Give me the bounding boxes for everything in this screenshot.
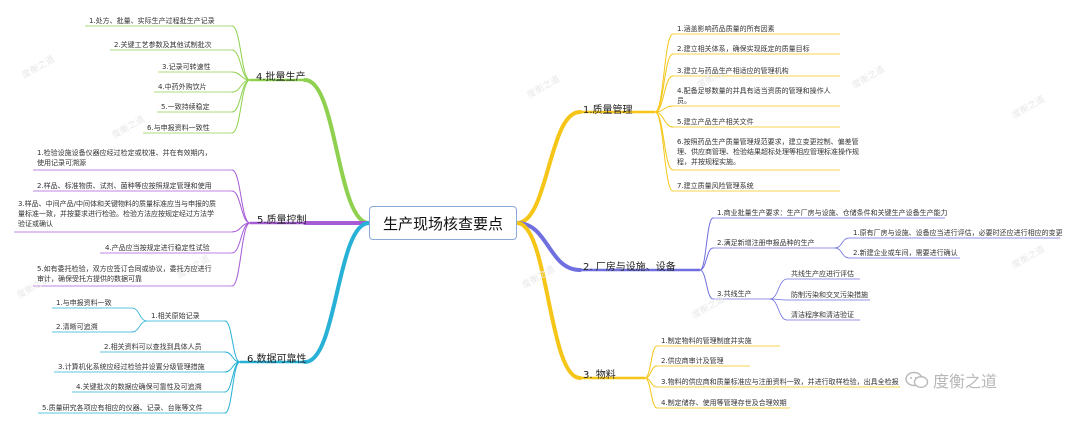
connector-line <box>231 79 251 134</box>
qc-item-1[interactable]: 1.检验设施设备仪器应经过检定或校准、并在有效期内，使用记录可溯源 <box>37 149 212 167</box>
facilities-subitem[interactable]: 1.原有厂房与设施、设备应当进行评估，必要时还应进行相应的变更 <box>853 229 1063 237</box>
connector-line <box>515 221 582 272</box>
materials-item-3[interactable]: 3.物料的供应商和质量标准应与注册资料一致，并进行取样检验，出具全检报 <box>661 378 899 386</box>
branch-materials[interactable]: 3. 物料 <box>583 370 616 381</box>
connector-line <box>769 278 788 300</box>
batch-item-4[interactable]: 4.中药外购饮片 <box>158 83 207 91</box>
connector-line <box>231 71 251 81</box>
connector-line <box>231 49 251 81</box>
materials-item-4[interactable]: 4.制定储存、使用等管理存世及合理效期 <box>661 399 787 407</box>
connector-line <box>515 221 582 380</box>
data-item-2[interactable]: 2.相关资料可以查找到具体人员 <box>104 343 202 351</box>
materials-item-1[interactable]: 1.制定物料的管理制度并实施 <box>661 337 752 345</box>
connector-line <box>654 53 674 113</box>
batch-item-5[interactable]: 5.一致持续稳定 <box>161 103 210 111</box>
branch-quality-management[interactable]: 1.质量管理 <box>583 105 633 116</box>
facilities-subitem[interactable]: 共线生产应进行评估 <box>791 270 854 278</box>
connector-line <box>231 169 251 224</box>
root-node[interactable]: 生产现场核查要点 <box>369 206 517 240</box>
data-item-1[interactable]: 1.相关原始记录 <box>151 312 200 320</box>
branch-quality-control[interactable]: 5.质量控制 <box>257 215 307 226</box>
quality-item-2[interactable]: 2.建立相关体系，确保实现既定的质量目标 <box>677 45 810 53</box>
connector-line <box>654 33 674 113</box>
connector-line <box>515 110 582 225</box>
data-item-4[interactable]: 4.关键批次的数据应确保可靠性及可追溯 <box>76 383 202 391</box>
connector-line <box>644 377 658 409</box>
batch-item-3[interactable]: 3.记录可转速性 <box>162 63 211 71</box>
wechat-icon <box>905 371 929 389</box>
connector-line <box>644 365 658 379</box>
facilities-subitem[interactable]: 清洁程序和清洁验证 <box>791 311 854 319</box>
connector-line <box>834 247 850 259</box>
qc-item-2[interactable]: 2.样品、标准物质、试剂、菌种等应按照规定管理和使用 <box>37 182 212 190</box>
branch-data-integrity[interactable]: 6.数据可靠性 <box>247 354 307 365</box>
materials-item-2[interactable]: 2.供应商审计及管理 <box>661 357 724 365</box>
facilities-item-2[interactable]: 2.满足新增注册申报品种的生产 <box>717 239 815 247</box>
quality-item-7[interactable]: 7.建立质量风险管理系统 <box>677 182 754 190</box>
connector-line <box>131 307 148 322</box>
quality-item-1[interactable]: 1.涵盖影响药品质量的所有因素 <box>677 25 775 33</box>
facilities-item-1[interactable]: 1.商业批量生产要求：生产厂房与设施、仓储条件和关键生产设备生产能力 <box>717 209 948 217</box>
batch-item-1[interactable]: 1.处方、批量、实际生产过程批生产记录 <box>89 17 215 25</box>
facilities-subitem[interactable]: 2.新建企业或车间，需要进行确认 <box>853 249 958 257</box>
connector-line <box>231 25 251 81</box>
connector-line <box>769 298 788 321</box>
connector-line <box>231 222 251 287</box>
connector-line <box>224 320 241 363</box>
connector-line <box>699 247 714 271</box>
brand-logo: 度衡之道 <box>905 368 997 392</box>
data-item-3[interactable]: 3.计算机化系统应经过检验并设置分级管理措施 <box>58 363 205 371</box>
connector-line <box>303 78 371 225</box>
connector-line <box>644 345 658 379</box>
qc-item-5[interactable]: 5.如有委托检验，双方应签订合同或协议，委托方应进行审计，确保受托方提供的数据可… <box>37 265 212 283</box>
connector-line <box>654 75 674 113</box>
branch-batch-production[interactable]: 4.批量生产 <box>256 72 306 83</box>
qc-item-4[interactable]: 4.产品应当按规定进行稳定性试验 <box>105 244 210 252</box>
connector-line <box>654 111 674 192</box>
quality-item-6[interactable]: 6.按照药品生产质量管理规范要求，建立变更控制、偏差管理、供应商管理、检验结果超… <box>677 138 859 166</box>
qc-item-3[interactable]: 3.样品、中间产品/中间体和关键物料的质量标准应当与申报的质量标准一致，并按要求… <box>18 200 217 228</box>
quality-item-3[interactable]: 3.建立与药品生产相适应的管理机构 <box>677 67 789 75</box>
connector-line <box>834 237 850 249</box>
data-item-5[interactable]: 5.质量研究各项应有相应的仪器、记录、台账等文件 <box>42 404 203 412</box>
facilities-subitem[interactable]: 防制污染和交叉污染措施 <box>791 291 868 299</box>
facilities-item-3[interactable]: 3.共线生产 <box>717 290 752 298</box>
connector-line <box>303 221 371 364</box>
batch-item-6[interactable]: 6.与申报资料一致性 <box>147 124 210 132</box>
connector-line <box>131 320 148 333</box>
batch-item-2[interactable]: 2.关键工艺参数及其他试制批次 <box>114 41 212 49</box>
connector-line <box>699 217 714 271</box>
data-subitem[interactable]: 2.清晰可追溯 <box>56 323 98 331</box>
quality-item-5[interactable]: 5.建立产品生产相关文件 <box>677 118 754 126</box>
branch-facilities[interactable]: 2. 厂房与设施、设备 <box>583 262 676 273</box>
connector-line <box>699 269 714 300</box>
connector-line <box>224 361 241 414</box>
connector-line <box>231 190 251 224</box>
quality-item-4[interactable]: 4.配备足够数量的并具有适当资质的管理和操作人员。 <box>677 87 831 105</box>
brand-name: 度衡之道 <box>933 372 998 391</box>
connector-line <box>224 351 241 363</box>
connector-line <box>654 111 674 171</box>
data-subitem[interactable]: 1.与申报资料一致 <box>56 299 112 307</box>
